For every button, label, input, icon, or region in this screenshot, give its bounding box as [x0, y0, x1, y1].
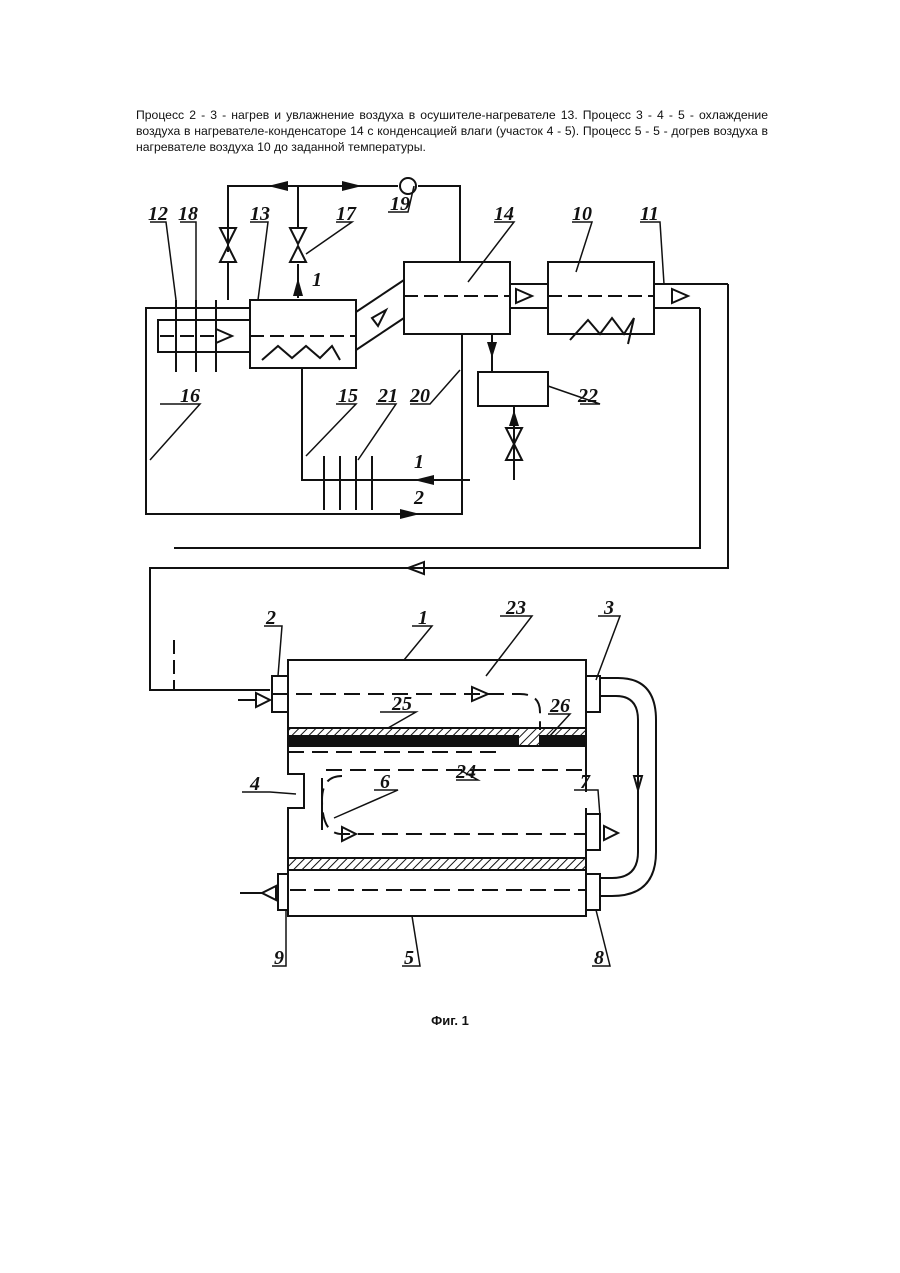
valve-17-icon [290, 228, 306, 262]
lower-apparatus [238, 660, 656, 916]
chamber-5 [288, 870, 586, 916]
filled-arrows [268, 181, 519, 519]
label-24: 24 [455, 761, 476, 783]
label-7: 7 [580, 771, 591, 793]
label-16: 16 [180, 385, 200, 407]
label-19: 19 [390, 193, 410, 215]
top-line-right [418, 186, 460, 262]
label-8: 8 [594, 947, 604, 969]
label-25: 25 [391, 693, 412, 715]
label-12: 12 [148, 203, 168, 225]
label-20: 20 [409, 385, 430, 407]
condensate-collector-22 [478, 372, 548, 406]
label-9: 9 [274, 947, 284, 969]
arrow-icon [372, 310, 386, 326]
label-5: 5 [404, 947, 414, 969]
label-1: 1 [418, 607, 428, 629]
outlet-7 [586, 814, 600, 850]
arrow-icon [262, 886, 276, 900]
heater-coil-10 [570, 318, 634, 344]
arrow-icon [256, 693, 270, 707]
heater-condenser-14 [404, 262, 510, 334]
label-2: 2 [265, 607, 276, 629]
upper-flow-lines [160, 296, 654, 690]
outlet-9 [278, 874, 288, 910]
label-23: 23 [505, 597, 526, 619]
label-11: 11 [640, 203, 659, 225]
outlet-3 [586, 676, 600, 712]
label-14: 14 [494, 203, 514, 225]
label-18: 18 [178, 203, 198, 225]
label-26: 26 [549, 695, 570, 717]
label-6: 6 [380, 771, 390, 793]
label-stream-1: 1 [414, 451, 424, 473]
heater-coil-13 [262, 346, 340, 360]
label-22: 22 [577, 385, 598, 407]
label-13: 13 [250, 203, 270, 225]
arrow-icon [216, 329, 232, 343]
figure-caption: Фиг. 1 [0, 1013, 900, 1028]
arrow-icon [604, 826, 618, 840]
label-4: 4 [249, 773, 260, 795]
upper-arrows [216, 289, 688, 574]
label-15: 15 [338, 385, 358, 407]
label-10: 10 [572, 203, 592, 225]
air-heater-10 [548, 262, 654, 334]
label-21: 21 [377, 385, 398, 407]
label-17: 17 [336, 203, 357, 225]
chamber-4 [288, 746, 586, 858]
u-tube [600, 678, 656, 896]
inlet-8 [586, 874, 600, 910]
label-3: 3 [603, 597, 614, 619]
supply-line [150, 284, 728, 690]
arrow-icon [672, 289, 688, 303]
upper-scheme [146, 178, 728, 690]
label-stream-2: 2 [413, 487, 424, 509]
label-1-top: 1 [312, 269, 322, 291]
arrow-icon [516, 289, 532, 303]
